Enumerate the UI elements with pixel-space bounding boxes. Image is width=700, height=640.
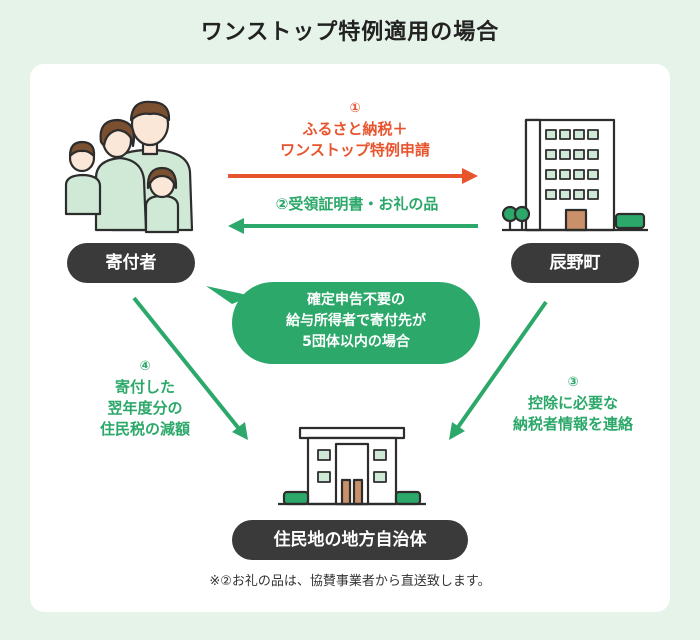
local-government-icon xyxy=(278,426,426,506)
step3-number: ③ xyxy=(567,375,579,390)
arrow-step3 xyxy=(449,300,548,440)
step1-number: ① xyxy=(349,101,361,116)
step3-label: ③ 控除に必要な 納税者情報を連絡 xyxy=(488,372,658,435)
condition-line3: 5団体以内の場合 xyxy=(302,334,410,350)
step1-line2: ワンストップ特例申請 xyxy=(280,141,430,159)
arrow-step1 xyxy=(228,168,478,184)
step4-line1: 寄付した xyxy=(114,378,175,396)
condition-line2: 給与所得者で寄付先が xyxy=(286,313,426,329)
step3-line2: 納税者情報を連絡 xyxy=(512,415,633,433)
condition-line1: 確定申告不要の xyxy=(307,292,405,308)
condition-bubble xyxy=(206,282,480,364)
arrow-step4 xyxy=(132,296,248,440)
step4-number: ④ xyxy=(139,359,151,374)
condition-text: 確定申告不要の 給与所得者で寄付先が 5団体以内の場合 xyxy=(246,290,466,353)
town-office-icon xyxy=(501,118,648,232)
family-illustration xyxy=(64,100,194,234)
arrow-step2 xyxy=(228,218,478,234)
step4-line2: 翌年度分の xyxy=(107,399,183,417)
town-label: 辰野町 xyxy=(511,243,639,283)
step2-label: ②受領証明書・お礼の品 xyxy=(275,195,439,213)
step3-line1: 控除に必要な xyxy=(527,394,618,412)
donor-label: 寄付者 xyxy=(67,243,195,283)
step1-line1: ふるさと納税＋ xyxy=(302,120,408,138)
page-title: ワンストップ特例適用の場合 xyxy=(200,20,500,45)
step4-label: ④ 寄付した 翌年度分の 住民税の減額 xyxy=(70,356,220,440)
footnote: ※②お礼の品は、協賛事業者から直送致します。 xyxy=(209,574,491,589)
step1-label: ① ふるさと納税＋ ワンストップ特例申請 xyxy=(250,98,460,161)
step4-line3: 住民税の減額 xyxy=(99,420,190,438)
local-government-label: 住民地の地方自治体 xyxy=(232,520,468,560)
